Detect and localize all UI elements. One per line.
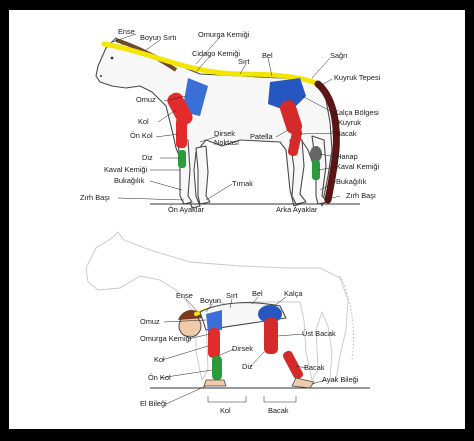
label-patella: Patella bbox=[250, 132, 273, 141]
label-human-boyun: Boyun bbox=[200, 296, 221, 305]
label-dirsek: Dirsek bbox=[214, 129, 235, 138]
label-diz: Diz bbox=[142, 153, 153, 162]
label-bukagilik-hind: Bukağılık bbox=[336, 177, 367, 186]
label-kaval-kemigi-front: Kaval Kemiği bbox=[104, 165, 147, 174]
horse-nostril bbox=[100, 75, 102, 77]
label-human-kol-bracket: Kol bbox=[220, 406, 231, 415]
label-noktasi: Noktası bbox=[214, 138, 239, 147]
label-bukagilik-front: Bukağılık bbox=[114, 176, 145, 185]
human-forearm bbox=[212, 356, 222, 380]
anatomy-diagram: Ense Boyun Sırtı Omurga Kemiği Cidago Ke… bbox=[9, 10, 465, 429]
kol-bracket bbox=[208, 396, 246, 402]
human-thigh bbox=[264, 318, 278, 354]
label-ense: Ense bbox=[118, 27, 135, 36]
human-foot bbox=[292, 378, 314, 388]
label-hanap: Hanap bbox=[336, 152, 358, 161]
bacak-bracket bbox=[264, 396, 296, 402]
diagram-panel: Ense Boyun Sırtı Omurga Kemiği Cidago Ke… bbox=[9, 10, 465, 429]
label-cidago-kemigi: Cidago Kemiği bbox=[192, 49, 240, 58]
label-on-ayaklar: Ön Ayaklar bbox=[168, 205, 205, 214]
horse-front-cannon bbox=[178, 150, 186, 168]
front-right-leg bbox=[196, 146, 210, 204]
label-kaval-kemigi-hind: Kaval Kemiği bbox=[336, 162, 379, 171]
label-human-diz: Diz bbox=[242, 362, 253, 371]
human-shin bbox=[282, 349, 305, 380]
label-boyun-sirti: Boyun Sırtı bbox=[140, 33, 177, 42]
label-kol: Kol bbox=[138, 117, 149, 126]
label-tirnak: Tırnak bbox=[232, 179, 253, 188]
label-human-omuz: Omuz bbox=[140, 317, 160, 326]
label-kuyruk-tepesi: Kuyruk Tepesi bbox=[334, 73, 381, 82]
label-kuyruk: Kuyruk bbox=[338, 118, 361, 127]
label-human-ense: Ense bbox=[176, 291, 193, 300]
label-human-omurga-kemigi: Omurga Kemiği bbox=[140, 334, 192, 343]
label-kalca-bolgesi: Kalça Bölgesi bbox=[334, 108, 379, 117]
label-zirh-basi-front: Zırh Başı bbox=[80, 193, 110, 202]
comparison-figure: Ense Boyun Sırt Bel Kalça Omuz Omurga Ke… bbox=[86, 232, 370, 415]
label-bacak: Bacak bbox=[336, 129, 357, 138]
label-sirt: Sırt bbox=[238, 57, 250, 66]
horse-eye bbox=[111, 57, 114, 60]
label-human-sirt: Sırt bbox=[226, 291, 238, 300]
label-arka-ayaklar: Arka Ayaklar bbox=[276, 205, 318, 214]
label-human-kol: Kol bbox=[154, 355, 165, 364]
label-human-ayak-bilegi: Ayak Bileği bbox=[322, 375, 359, 384]
label-human-kalca: Kalça bbox=[284, 289, 303, 298]
label-omuz: Omuz bbox=[136, 95, 156, 104]
label-human-dirsek: Dirsek bbox=[232, 344, 253, 353]
label-human-ust-bacak: Üst Bacak bbox=[302, 329, 336, 338]
label-sagri: Sağrı bbox=[330, 51, 348, 60]
label-human-el-bilegi: El Bileği bbox=[140, 399, 167, 408]
label-zirh-basi-hind: Zırh Başı bbox=[346, 191, 376, 200]
label-bel: Bel bbox=[262, 51, 273, 60]
label-omurga-kemigi: Omurga Kemiği bbox=[198, 30, 250, 39]
human-upper-arm bbox=[208, 328, 220, 358]
label-human-on-kol: Ön Kol bbox=[148, 373, 171, 382]
horse-figure: Ense Boyun Sırtı Omurga Kemiği Cidago Ke… bbox=[80, 27, 381, 214]
horse-forearm bbox=[176, 118, 187, 148]
label-human-bel: Bel bbox=[252, 289, 263, 298]
label-on-kol: Ön Kol bbox=[130, 131, 153, 140]
label-human-bacak: Bacak bbox=[304, 363, 325, 372]
label-human-bacak-bracket: Bacak bbox=[268, 406, 289, 415]
human-hand bbox=[204, 380, 226, 386]
